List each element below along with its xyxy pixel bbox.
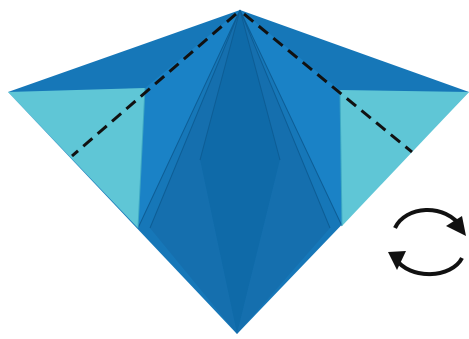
left-light-flap xyxy=(8,88,145,228)
right-light-flap xyxy=(340,90,469,226)
turn-over-arrows-icon xyxy=(388,210,466,274)
